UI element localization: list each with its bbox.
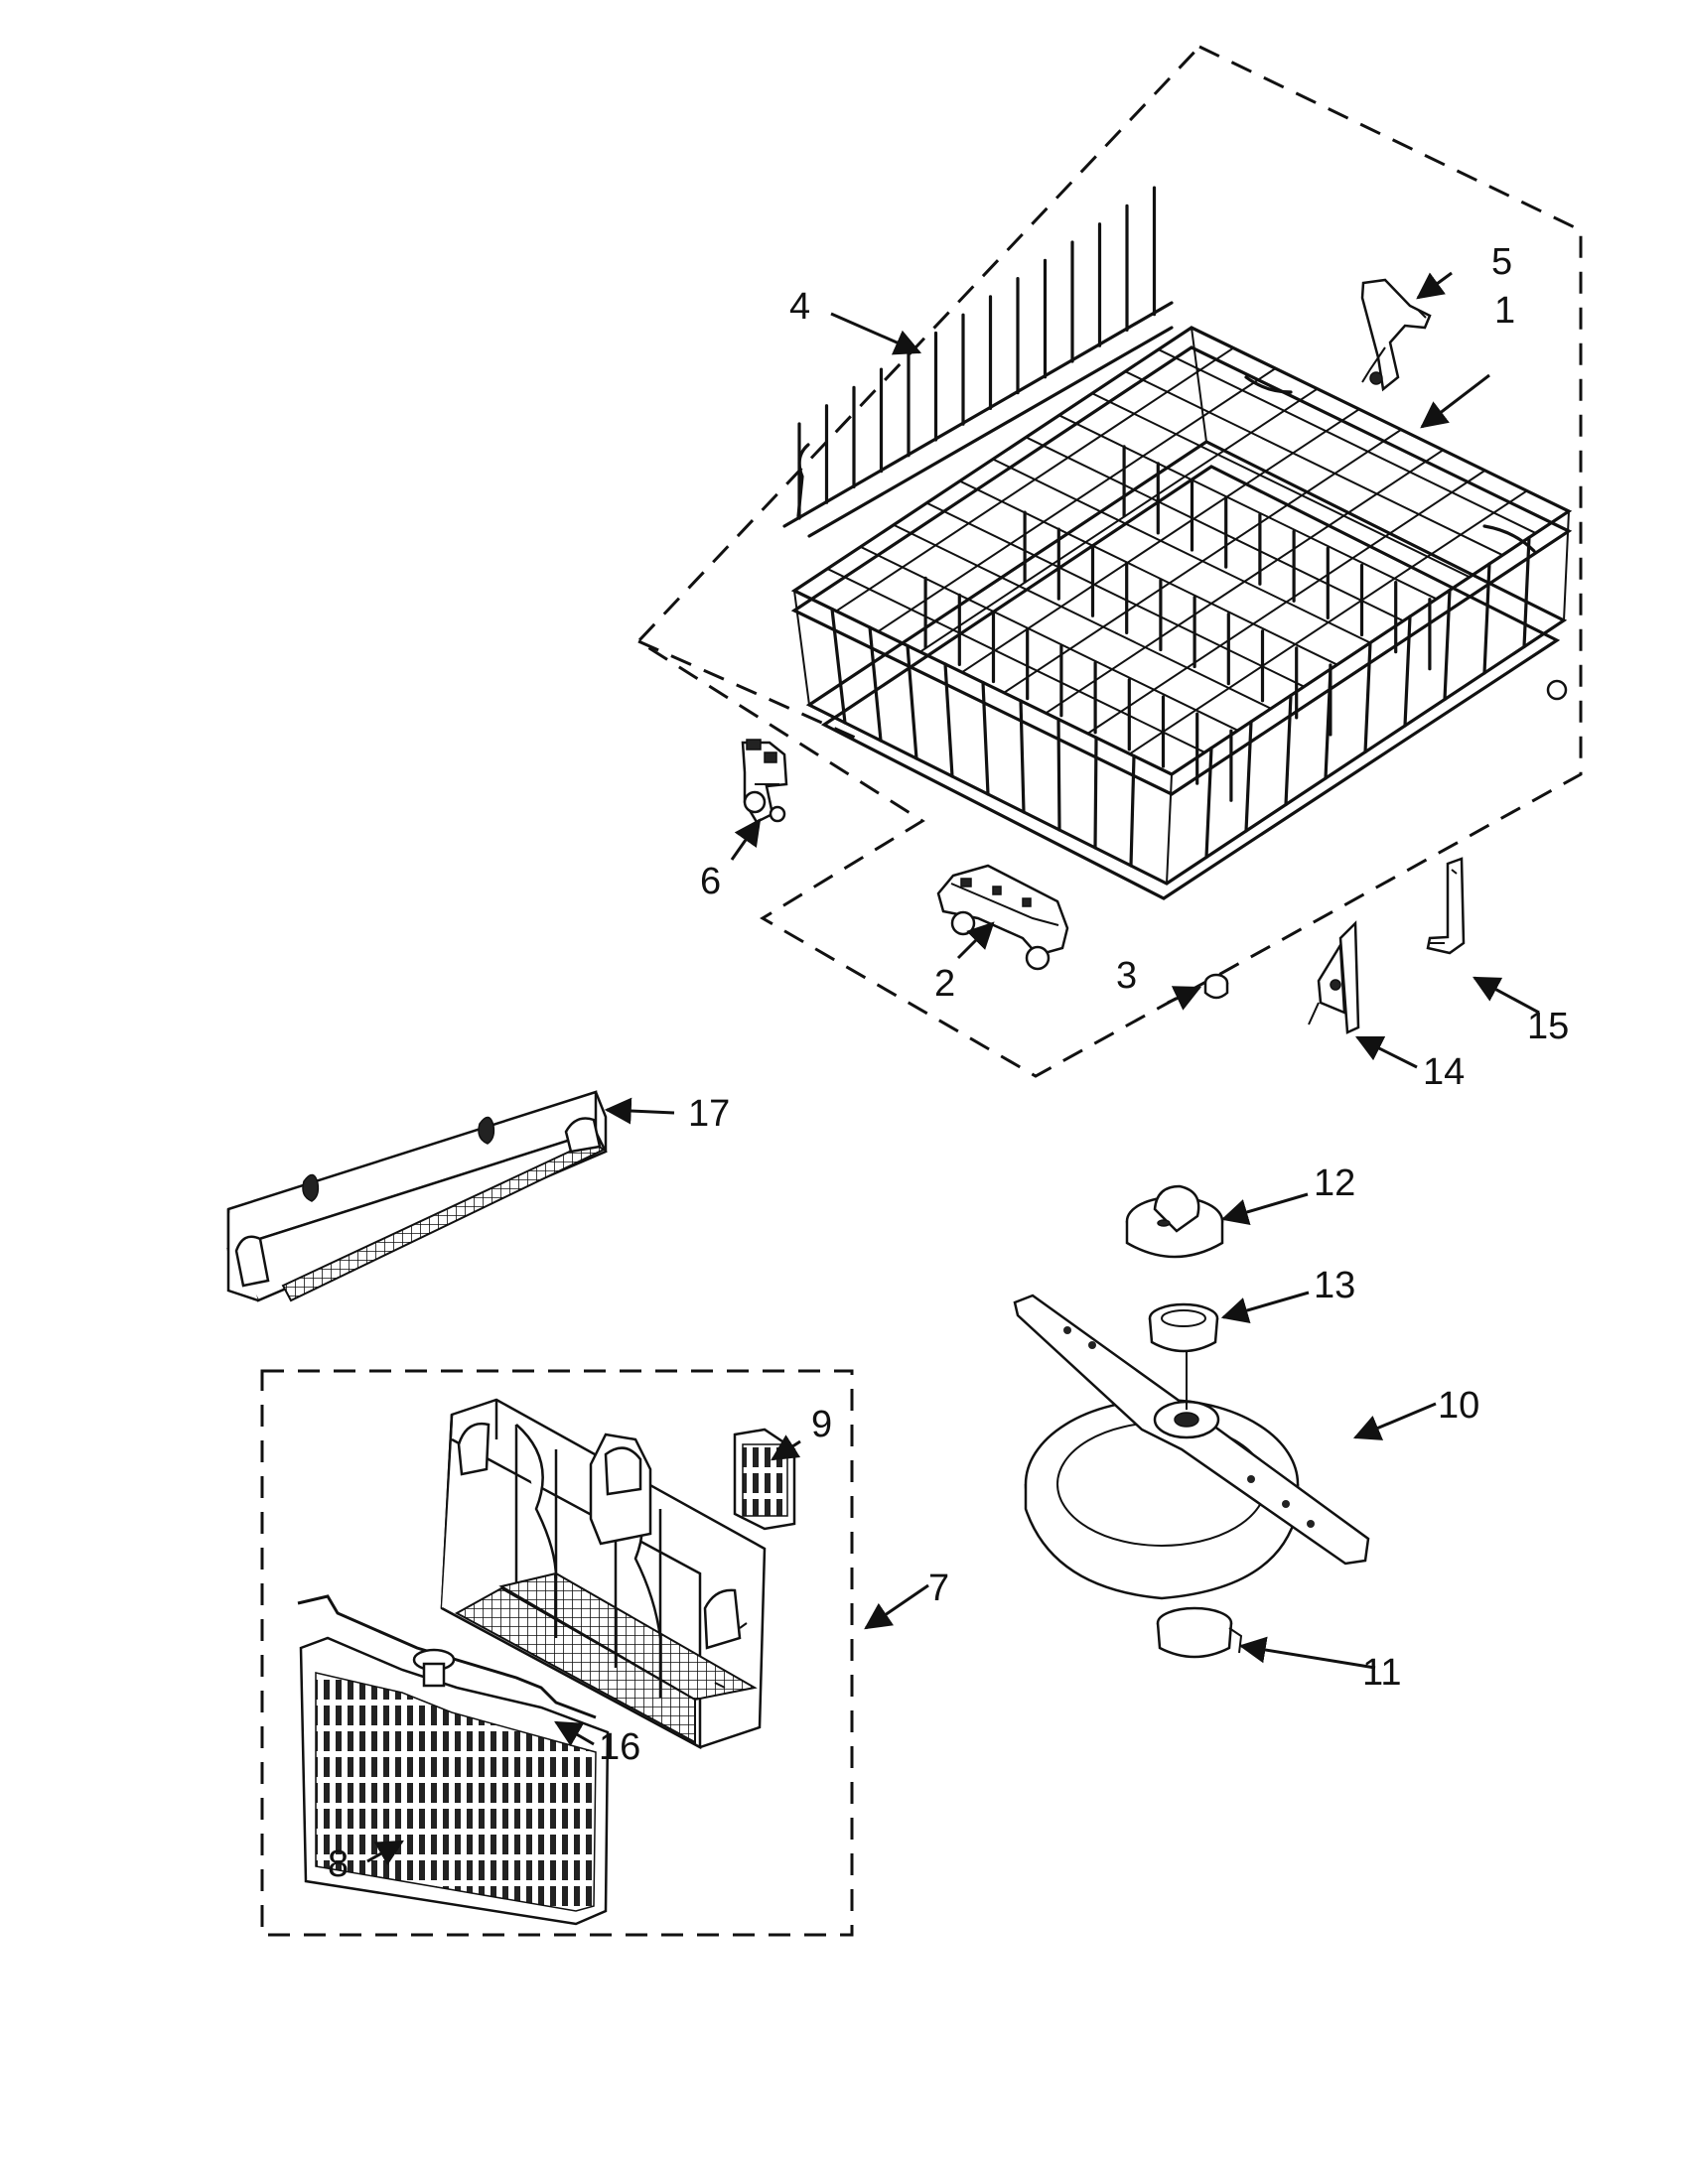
callout-3: 3	[1116, 955, 1137, 997]
part-2-roller-assembly	[936, 864, 1069, 971]
part-5-rack-clip	[1360, 278, 1432, 392]
callout-2: 2	[934, 963, 955, 1005]
cutlery-basket	[440, 1398, 767, 1750]
part-13-bearing-ring	[1148, 1302, 1219, 1353]
callout-16: 16	[599, 1726, 640, 1768]
callout-1: 1	[1494, 290, 1515, 332]
callout-7: 7	[928, 1568, 949, 1609]
leader-arrows	[366, 271, 1540, 1866]
part-15-clip	[1426, 857, 1466, 955]
callout-8: 8	[328, 1843, 349, 1885]
part-3-rack-stop	[1203, 973, 1229, 1000]
part-16-cover-hinge	[297, 1594, 597, 1719]
part-12-spray-arm-nut	[1125, 1184, 1224, 1259]
rack-assembly-outline-inner	[637, 639, 861, 742]
callout-5: 5	[1491, 241, 1512, 283]
part-11-seal-ring	[1156, 1606, 1243, 1659]
cutlery-basket-set	[260, 1369, 854, 1937]
cutlery-basket-outline	[260, 1369, 854, 1937]
tine-row	[782, 186, 1174, 538]
callout-6: 6	[700, 861, 721, 902]
rack-assembly-outline	[635, 45, 1583, 1078]
callout-10: 10	[1438, 1385, 1479, 1427]
callout-4: 4	[789, 286, 810, 328]
part-14-bracket	[1308, 920, 1360, 1034]
rack-basket	[790, 326, 1573, 900]
callout-labels: 1 2 3 4 5 6 7 8 9 10 11 12 13 14 15 16 1…	[328, 241, 1569, 1885]
callout-14: 14	[1423, 1051, 1465, 1093]
lower-rack-assembly	[635, 45, 1583, 1078]
part-9-insert	[733, 1428, 796, 1531]
callout-12: 12	[1314, 1162, 1355, 1204]
callout-11: 11	[1362, 1652, 1401, 1694]
part-6-roller-assembly	[741, 739, 788, 824]
spray-arm-assembly	[1013, 1184, 1370, 1659]
part-17-silverware-basket	[226, 1090, 608, 1302]
callout-13: 13	[1314, 1265, 1355, 1306]
callout-15: 15	[1527, 1006, 1569, 1047]
callout-17: 17	[688, 1093, 730, 1135]
callout-9: 9	[811, 1404, 832, 1445]
